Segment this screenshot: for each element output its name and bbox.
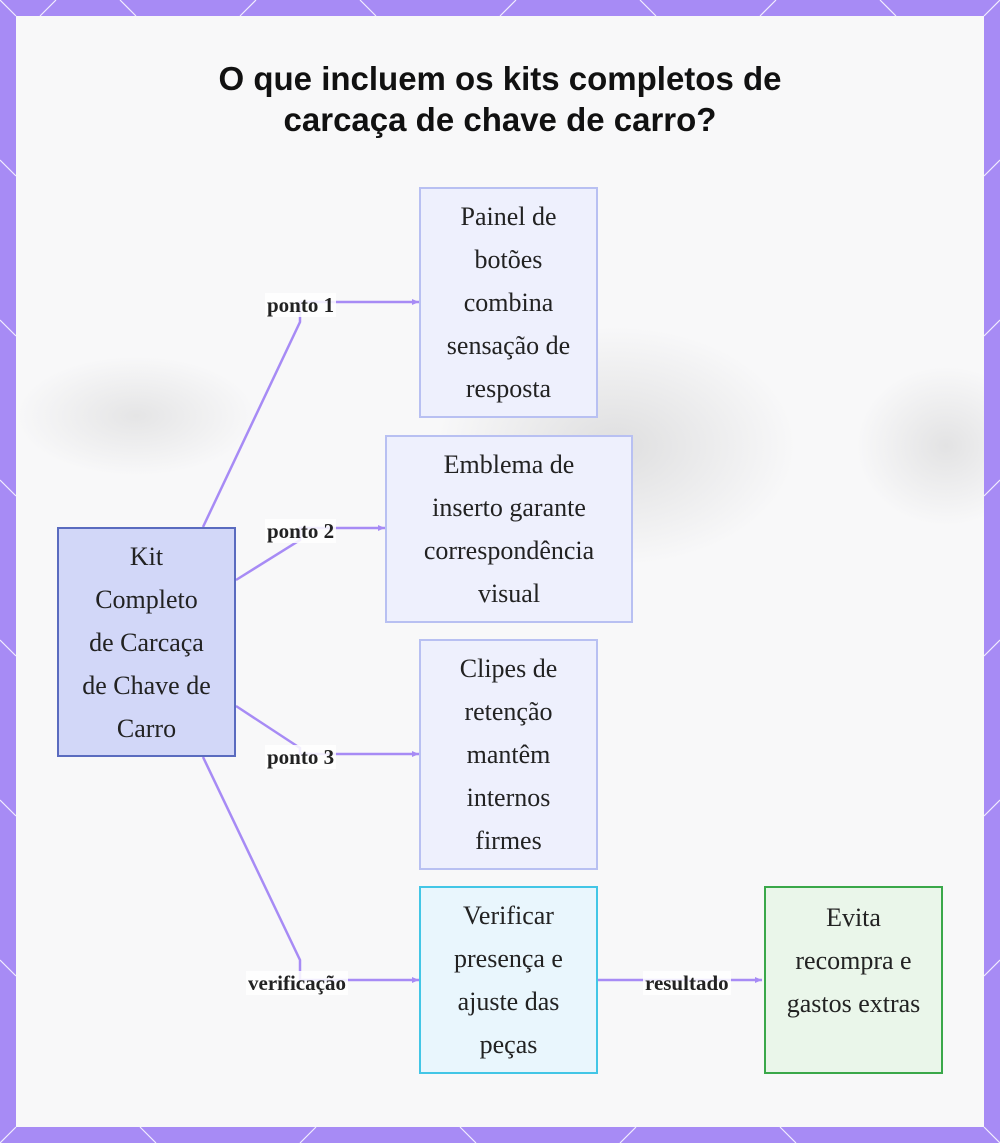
root-line-3: de Carcaça — [82, 621, 211, 664]
check-line-4: peças — [454, 1023, 563, 1066]
edge-label-result: resultado — [643, 971, 731, 995]
edge-label-verification: verificação — [246, 971, 348, 995]
emblem-line-4: visual — [424, 572, 594, 615]
check-line-2: presença e — [454, 937, 563, 980]
node-retention-clips: Clipes de retenção mantêm internos firme… — [419, 639, 598, 870]
edge-label-point-2: ponto 2 — [265, 519, 336, 543]
edge-verification — [203, 757, 419, 980]
buttons-line-4: sensação de — [447, 324, 570, 367]
check-line-3: ajuste das — [454, 980, 563, 1023]
root-line-5: Carro — [82, 707, 211, 750]
clips-line-2: retenção — [460, 690, 558, 733]
buttons-line-5: resposta — [447, 367, 570, 410]
clips-line-3: mantêm — [460, 733, 558, 776]
node-root-kit: Kit Completo de Carcaça de Chave de Carr… — [57, 527, 236, 757]
buttons-line-1: Painel de — [447, 195, 570, 238]
buttons-line-3: combina — [447, 281, 570, 324]
clips-line-5: firmes — [460, 819, 558, 862]
check-line-1: Verificar — [454, 894, 563, 937]
root-line-2: Completo — [82, 578, 211, 621]
clips-line-4: internos — [460, 776, 558, 819]
edge-label-point-3: ponto 3 — [265, 745, 336, 769]
node-verify-parts: Verificar presença e ajuste das peças — [419, 886, 598, 1074]
node-emblem: Emblema de inserto garante correspondênc… — [385, 435, 633, 623]
emblem-line-3: correspondência — [424, 529, 594, 572]
clips-line-1: Clipes de — [460, 647, 558, 690]
emblem-line-1: Emblema de — [424, 443, 594, 486]
node-result: Evita recompra e gastos extras — [764, 886, 943, 1074]
emblem-line-2: inserto garante — [424, 486, 594, 529]
result-line-2: recompra e — [787, 939, 921, 982]
root-line-4: de Chave de — [82, 664, 211, 707]
result-line-3: gastos extras — [787, 982, 921, 1025]
edge-label-point-1: ponto 1 — [265, 293, 336, 317]
buttons-line-2: botões — [447, 238, 570, 281]
root-line-1: Kit — [82, 535, 211, 578]
node-button-panel: Painel de botões combina sensação de res… — [419, 187, 598, 418]
result-line-1: Evita — [787, 896, 921, 939]
